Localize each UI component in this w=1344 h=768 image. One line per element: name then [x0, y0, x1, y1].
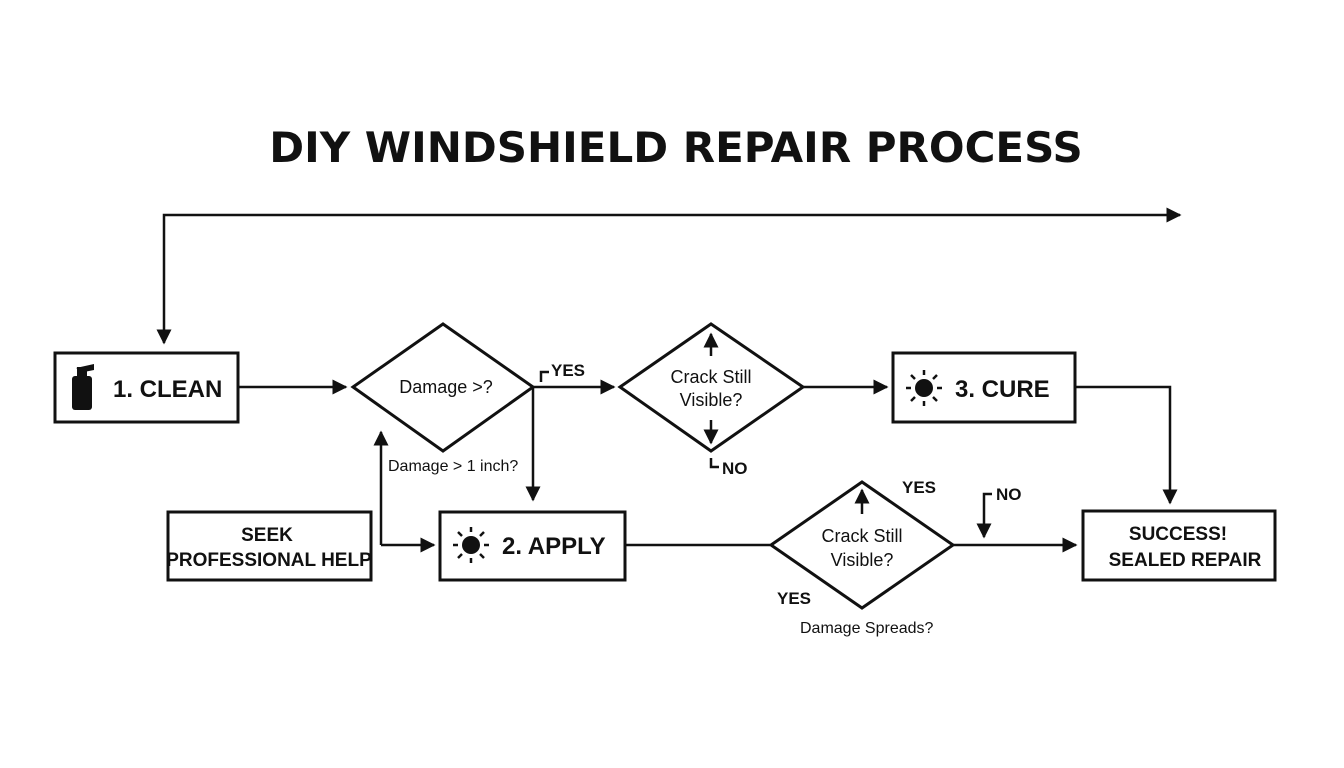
- success-step: SUCCESS! SEALED REPAIR: [1081, 509, 1277, 582]
- no-bottom-label: NO: [996, 485, 1022, 504]
- yes-bottom-top-label: YES: [902, 478, 936, 497]
- sun-icon: [906, 370, 942, 406]
- success-line2: SEALED REPAIR: [1109, 550, 1262, 571]
- crack-top-line2: Visible?: [680, 390, 743, 410]
- connector-cure-to-success: [1075, 385, 1178, 505]
- crack-bottom-line2: Visible?: [831, 550, 894, 570]
- seek-help-line2: PROFESSIONAL HELP: [166, 550, 372, 571]
- loop-back-connector: [156, 207, 1182, 345]
- damage-decision: Damage >?: [350, 322, 536, 453]
- cure-step: 3. CURE: [891, 351, 1077, 424]
- seek-help-step: SEEK PROFESSIONAL HELP: [166, 510, 373, 582]
- apply-step: 2. APPLY: [438, 510, 627, 582]
- damage-spreads-label: Damage Spreads?: [800, 620, 934, 637]
- no-top-label: NO: [722, 459, 748, 478]
- sun-icon: [453, 527, 489, 563]
- apply-step-label: 2. APPLY: [502, 533, 606, 560]
- crack-top-line1: Crack Still: [670, 367, 751, 387]
- spray-bottle-icon: [72, 364, 94, 410]
- no-top-bracket: [709, 458, 719, 469]
- crack-bottom-line1: Crack Still: [821, 526, 902, 546]
- no-bottom-arrow: [976, 492, 992, 539]
- yes-top-bracket: [539, 370, 549, 382]
- crack-visible-decision-top: Crack Still Visible?: [617, 322, 806, 453]
- cure-step-label: 3. CURE: [955, 376, 1050, 403]
- clean-step: 1. CLEAN: [53, 351, 240, 424]
- damage-decision-label: Damage >?: [399, 377, 493, 397]
- clean-step-label: 1. CLEAN: [113, 376, 222, 403]
- damage-inch-label: Damage > 1 inch?: [388, 458, 518, 475]
- yes-top-label: YES: [551, 361, 585, 380]
- yes-bottom-left-label: YES: [777, 589, 811, 608]
- success-line1: SUCCESS!: [1129, 524, 1227, 545]
- crack-visible-decision-bottom: Crack Still Visible?: [768, 480, 956, 610]
- diagram-title: DIY WINDSHIELD REPAIR PROCESS: [269, 123, 1082, 172]
- seek-help-line1: SEEK: [241, 525, 293, 546]
